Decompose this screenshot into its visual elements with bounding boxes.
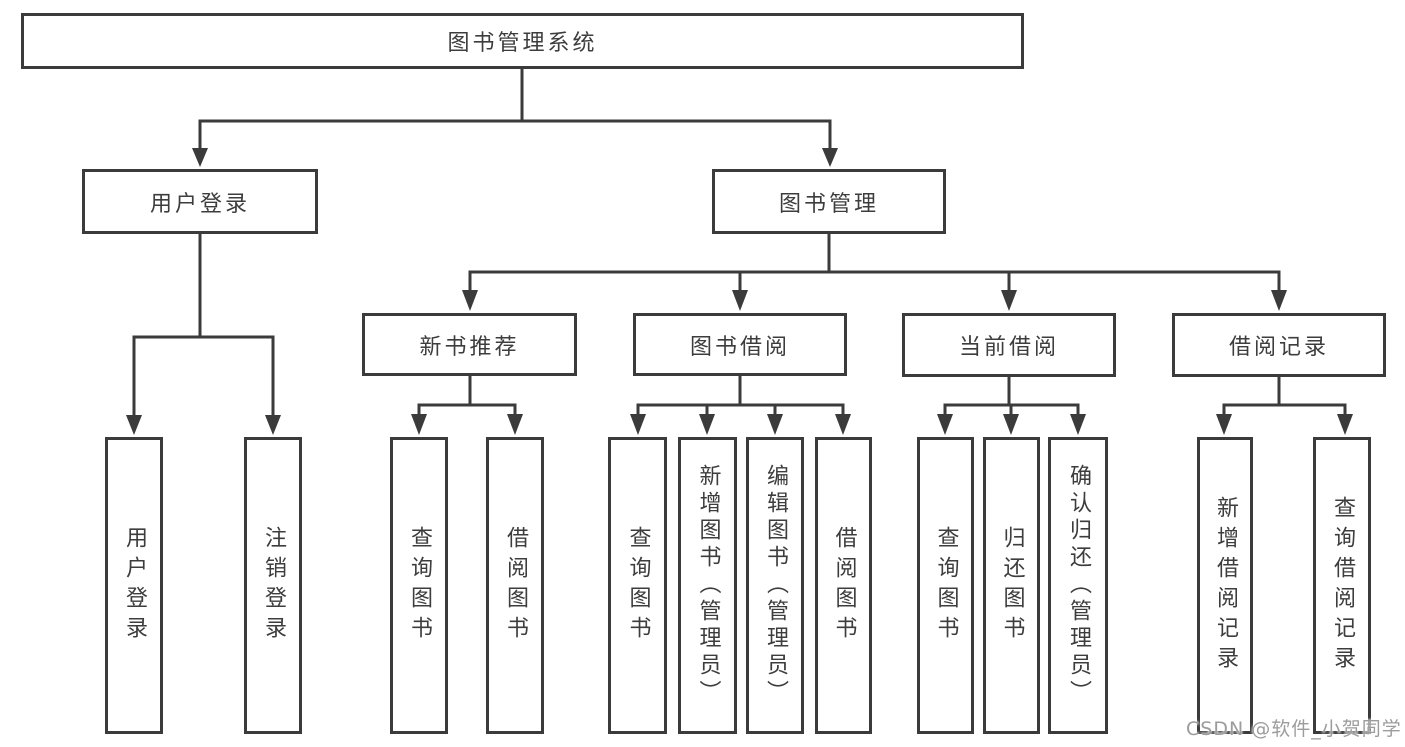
node-label: 图书管理 [778,191,879,217]
arrowhead [411,414,427,435]
node-label: 新书推荐 [419,334,520,360]
arrowhead [937,414,953,435]
arrowhead [192,148,208,167]
node-label: 图书管理系统 [447,31,598,56]
leaf-label: 归还图书 [999,525,1025,646]
leaf-label: 查询借阅记录 [1330,495,1355,676]
node-label: 用户登录 [149,191,250,217]
connector-recommend-to-leaves [411,374,523,435]
leaf-add-borrow-record: 新增借阅记录 [1197,437,1253,734]
arrowhead [462,290,478,311]
leaf-borrow-books: 借阅图书 [815,437,872,734]
node-borrow-records: 借阅记录 [1172,313,1386,377]
leaf-user-login: 用户登录 [105,437,163,734]
node-new-book-recommend: 新书推荐 [362,313,577,376]
arrowhead [835,414,851,435]
arrowhead [1070,414,1086,435]
arrowhead [1001,290,1017,311]
arrowhead [507,414,523,435]
leaf-label: 新增借阅记录 [1213,495,1238,676]
arrowhead [265,415,281,435]
leaf-label: 编辑图书（管理员） [763,464,788,707]
connector-records-to-leaves [1216,375,1353,435]
leaf-label: 借阅图书 [503,525,528,646]
leaf-label: 新增图书（管理员） [695,464,721,707]
arrowhead [822,148,838,167]
leaf-confirm-return-admin: 确认归还（管理员） [1048,437,1108,734]
leaf-query-books: 查询图书 [608,437,667,734]
connector-root-to-level2 [192,66,838,167]
arrowhead [126,415,142,435]
connector-borrow-to-leaves [630,374,851,435]
leaf-return-books: 归还图书 [983,437,1040,734]
leaf-label: 查询图书 [407,525,432,646]
leaf-add-books-admin: 新增图书（管理员） [678,437,737,734]
node-current-borrow: 当前借阅 [902,313,1116,377]
leaf-query-books: 查询图书 [917,437,974,734]
node-book-borrow: 图书借阅 [633,313,847,376]
connector-current-to-leaves [937,375,1086,435]
leaf-label: 用户登录 [122,525,147,646]
arrowhead [732,290,748,311]
node-label: 当前借阅 [958,335,1059,360]
node-book-management: 图书管理 [712,169,946,234]
leaf-borrow-books: 借阅图书 [486,437,544,734]
arrowhead [699,414,715,435]
arrowhead [767,414,783,435]
leaf-query-borrow-record: 查询借阅记录 [1313,437,1371,734]
node-label: 借阅记录 [1228,335,1329,360]
connector-user-login-to-leaves [126,231,281,435]
leaf-label: 查询图书 [933,525,959,646]
watermark: CSDN @软件_小贺同学 [1186,718,1402,740]
node-library-management-system: 图书管理系统 [21,13,1024,69]
arrowhead [1216,414,1232,435]
leaf-logout: 注销登录 [244,437,302,734]
connector-book-mgmt-to-level3 [462,232,1287,311]
arrowhead [1003,414,1019,435]
leaf-label: 查询图书 [625,525,651,646]
arrowhead [1271,290,1287,311]
leaf-query-books: 查询图书 [390,437,448,734]
leaf-label: 确认归还（管理员） [1066,464,1091,707]
node-user-login: 用户登录 [82,169,318,234]
node-label: 图书借阅 [689,334,790,360]
leaf-label: 借阅图书 [831,525,857,646]
arrowhead [630,414,646,435]
leaf-edit-books-admin: 编辑图书（管理员） [746,437,804,734]
leaf-label: 注销登录 [261,525,286,646]
arrowhead [1337,414,1353,435]
